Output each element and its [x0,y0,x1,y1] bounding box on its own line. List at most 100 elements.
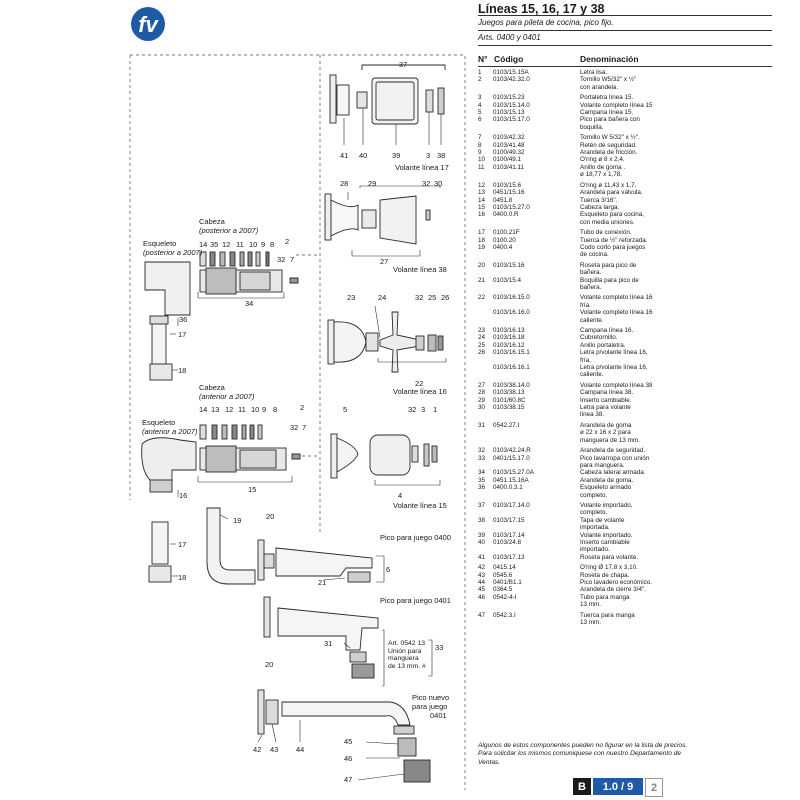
part-name: Inserto cambiable. [580,396,632,404]
part-name: Arandela de fricción. [580,149,638,157]
part-name: Arandela de cierre 3/4". [580,586,646,594]
caption-pico-nuevo-3: 0401 [430,711,447,720]
part-number: 13 [478,189,486,197]
label-47: 47 [344,775,352,784]
part-name: Pico lavarropa con unión para manguera. [580,454,650,469]
caption-anterior-esqueleto: (anterior a 2007) [142,427,198,436]
label-2-b: 2 [300,403,304,412]
part-number: 6 [478,116,482,124]
table-row: 24 0103/16.18 Cubretornillo. [478,334,778,341]
part-number: 19 [478,243,486,251]
label-3-bottom: 3 [421,405,425,414]
part-number: 3 [478,94,482,102]
part-code: 0100/49.32 [493,149,525,157]
part-name: Tapa de volante importada. [580,516,625,532]
label-37: 37 [399,60,407,69]
part-name: Letra p/volante línea 16, caliente. [580,364,648,379]
part-number: 10 [478,156,486,164]
union-manguera-note: Art. 0542 13 Unión para manguera de 13 m… [388,640,426,670]
part-number: 12 [478,181,486,189]
part-number: 8 [478,141,482,149]
part-number: 5 [478,109,482,117]
part-number: 23 [478,327,486,334]
part-name: Esqueleto para cocina, con media uniones… [580,211,645,226]
label-32-c: 32 [408,405,416,414]
part-name: Letra lisa. [580,69,608,76]
label-32-e: 32 [290,423,298,432]
caption-volante-17: Volante línea 17 [395,163,449,172]
part-number: 11 [478,163,485,171]
part-name: Esqueleto armado completo. [580,484,632,499]
fv-logo: fv [131,7,165,41]
part-code: 0103/24.8 [493,538,522,546]
part-name: Tornillo W 5/32" x ½". [580,134,640,142]
part-name: Letra p/volante línea 16, fría. [580,349,648,364]
part-name: O'ring ø 11,43 x 1,7. [580,181,637,189]
part-code: 0103/16.18 [493,334,525,342]
part-code: 0103/17.13 [493,553,525,561]
label-15: 15 [248,485,256,494]
label-24: 24 [378,293,386,302]
part-code: 0103/15.16 [493,261,525,269]
part-code: 0103/15.27.0A [493,469,534,477]
caption-posterior-cabeza: (posterior a 2007) [199,226,259,235]
part-number: 34 [478,469,486,477]
part-number: 14 [478,196,486,204]
label-34: 34 [245,299,253,308]
part-number: 15 [478,203,486,211]
section-letter: B [573,778,591,795]
part-code: 0100/49.1 [493,156,522,164]
part-name: Arandela de goma. [580,476,634,484]
label-41: 41 [340,151,348,160]
part-number: 47 [478,611,486,619]
part-number: 40 [478,538,486,546]
part-code: 0103/41.48 [493,141,525,149]
part-name: Volante completo línea 15 [580,101,653,109]
part-name: O'ring Ø 17,8 x 3,10. [580,564,638,572]
part-number: 45 [478,586,486,594]
part-code: 0401/B1.1 [493,579,522,586]
caption-anterior-cabeza: (anterior a 2007) [199,392,255,401]
part-name: Anillo de goma . ø 18,77 x 1,78. [580,163,626,179]
part-name: Tuerca 3/16". [580,196,618,204]
part-code: 0100.20 [493,236,516,244]
label-18-b: 18 [178,573,186,582]
part-name: Arandela de goma ø 22 x 16 x 2 para mang… [580,421,640,444]
part-code: 0100.21F [493,229,520,237]
part-code: 0103/17.14 [493,531,525,539]
part-number: 25 [478,341,486,349]
part-name: Arandela para válvula. [580,189,643,197]
label-29: 29 [368,179,376,188]
label-32-d: 32 [277,255,285,264]
part-number: 7 [478,134,482,142]
part-name: Anillo portaletra. [580,341,626,349]
label-6: 6 [386,565,390,574]
page-title: Líneas 15, 16, 17 y 38 [478,2,605,16]
part-name: Tuerca para manga 13 mm. [580,611,635,627]
part-number: 33 [478,454,486,462]
part-number: 30 [478,404,486,412]
part-code: 0451.15.16A [493,476,529,484]
label-14-a: 14 [199,240,207,249]
part-name: Tubo para manga 13 mm. [580,593,630,609]
label-40: 40 [359,151,367,160]
part-name: Cubretornillo. [580,334,618,342]
part-code: 0103/42.32 [493,134,525,142]
part-number: 24 [478,334,486,342]
part-name: O'ring ø 8 x 2,4. [580,156,625,164]
part-name: Roseta para volante. [580,553,639,561]
label-20-a: 20 [266,512,274,521]
page-number: 2 [645,778,663,797]
part-code: 0103/16.15.1 [493,349,530,357]
label-35: 35 [210,240,218,249]
part-name: Inserto cambiable importado. [580,538,630,554]
caption-pico-nuevo-1: Pico nuevo [412,693,449,702]
